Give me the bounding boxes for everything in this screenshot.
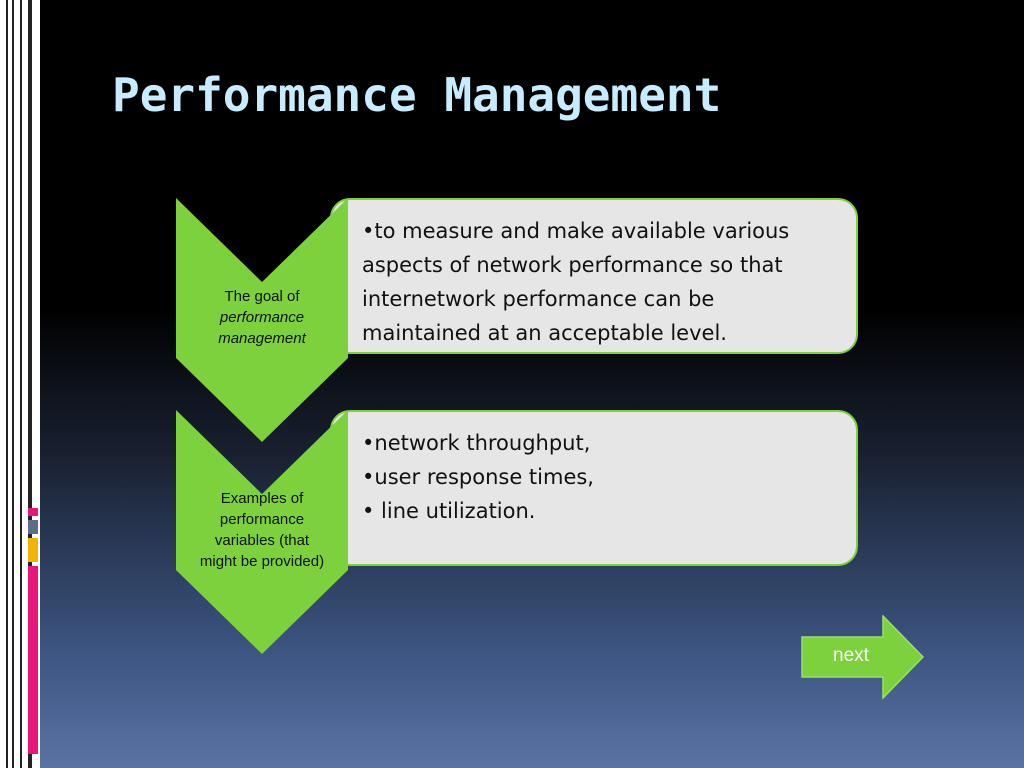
chevron-label: The goal of performance management: [176, 286, 348, 349]
chevron-label-line: Examples of: [220, 490, 304, 507]
right-arrow-icon: [801, 615, 925, 699]
content-box-examples: •network throughput, •user response time…: [330, 410, 858, 566]
content-box-goal: •to measure and make available various a…: [330, 198, 858, 354]
bullet-text: •user response times,: [362, 465, 594, 489]
slide-title: Performance Management: [112, 68, 722, 122]
bullet-text: •to measure and make available various: [362, 219, 790, 243]
next-button[interactable]: next: [801, 615, 925, 699]
bullet-text: • line utilization.: [362, 499, 536, 523]
chevron-label-line: performance: [219, 309, 305, 326]
accent-bar-slate: [28, 520, 38, 534]
bullet-text: maintained at an acceptable level.: [362, 321, 727, 345]
accent-bar-pink: [28, 508, 38, 516]
accent-bar-pink-long: [28, 566, 38, 754]
next-button-label: next: [833, 645, 869, 666]
accent-bar-yellow: [28, 538, 38, 562]
decorative-line: [12, 0, 14, 768]
left-decorative-strip: [0, 0, 40, 768]
decorative-line: [28, 0, 32, 768]
chevron-label: Examples of performance variables (that …: [176, 488, 348, 572]
decorative-line: [6, 0, 8, 768]
chevron-shape: [176, 410, 348, 654]
chevron-label-line: The goal of: [224, 288, 300, 305]
chevron-label-line: variables (that: [214, 532, 310, 549]
chevron-label-line: might be provided): [199, 553, 325, 570]
bullet-text: aspects of network performance so that: [362, 253, 783, 277]
bullet-text: •network throughput,: [362, 431, 591, 455]
chevron-label-line: management: [218, 330, 306, 347]
chevron-goal: The goal of performance management: [176, 198, 348, 442]
chevron-shape: [176, 198, 348, 442]
chevron-label-line: performance: [219, 511, 305, 528]
bullet-text: internetwork performance can be: [362, 287, 715, 311]
decorative-line: [20, 0, 22, 768]
chevron-examples: Examples of performance variables (that …: [176, 410, 348, 654]
